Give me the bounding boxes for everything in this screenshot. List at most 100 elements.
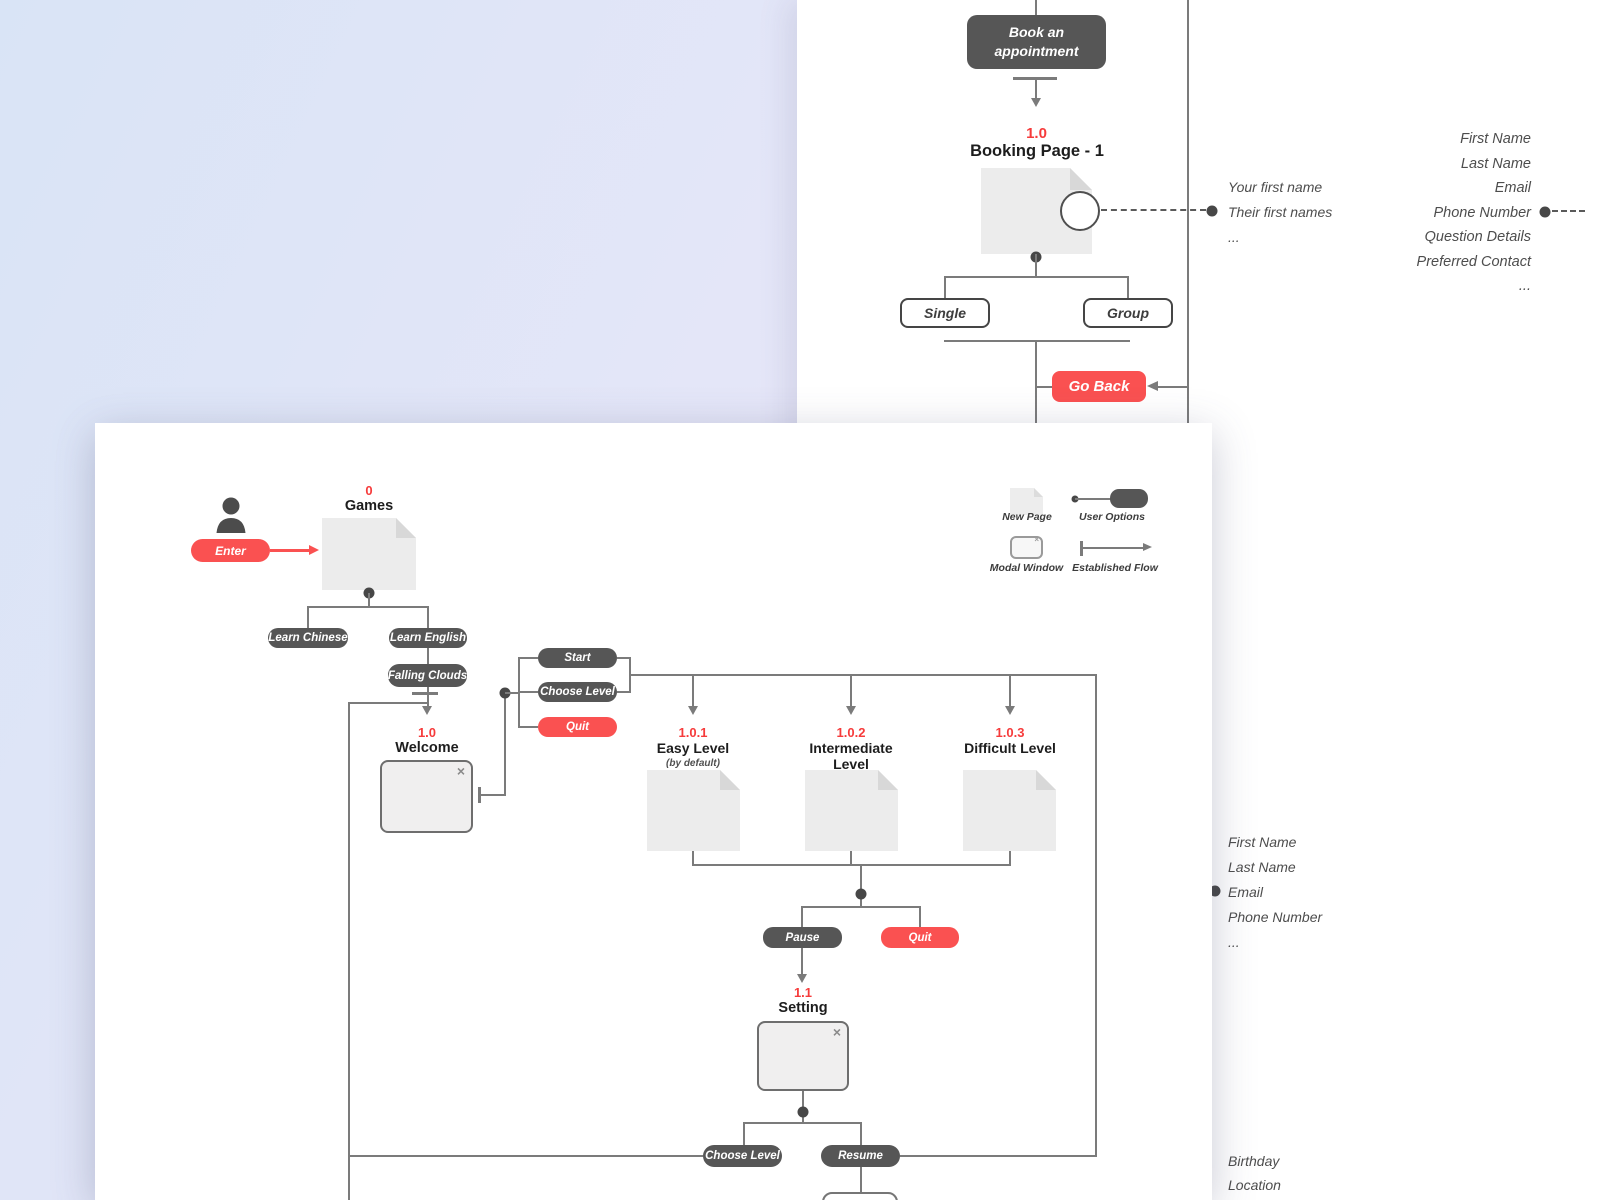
falling-clouds-button[interactable]: Falling Clouds: [388, 664, 467, 687]
close-icon[interactable]: ×: [456, 763, 465, 779]
learn-english-button[interactable]: Learn English: [389, 628, 467, 648]
book-appointment-node[interactable]: Book an appointment: [967, 15, 1106, 69]
flow-line: [519, 657, 538, 659]
node-number: 1.0: [417, 725, 437, 740]
flow-line: [860, 1122, 862, 1145]
flow-line: [860, 1167, 862, 1192]
single-option-button[interactable]: Single: [900, 298, 990, 328]
start-button[interactable]: Start: [538, 648, 617, 668]
flow-line: [1035, 0, 1037, 16]
quit-game-button[interactable]: Quit: [881, 927, 959, 948]
flow-arrow: [846, 706, 856, 715]
flow-line-red: [270, 549, 310, 552]
flow-line: [860, 865, 862, 907]
node-number: 0: [365, 483, 373, 498]
choose-level-button[interactable]: Choose Level: [538, 682, 617, 702]
close-icon[interactable]: ×: [832, 1024, 841, 1040]
flow-dot: [855, 888, 867, 900]
flow-line: [504, 693, 506, 796]
flow-line: [1158, 386, 1188, 388]
flow-line: [1187, 0, 1189, 423]
node-number: 1.0.3: [995, 725, 1025, 740]
node-number: 1.0.2: [836, 725, 866, 740]
flow-line: [900, 1155, 1097, 1157]
flow-line: [801, 906, 803, 927]
setting-modal[interactable]: ×: [757, 1021, 849, 1091]
field-notes-left: Your first name Their first names ...: [1228, 175, 1332, 250]
group-label: Group: [1107, 305, 1149, 321]
note-line: Last Name: [1460, 155, 1531, 172]
flow-line: [1035, 341, 1037, 423]
connector-handle-circle[interactable]: [1060, 191, 1100, 231]
quit-label: Quit: [566, 721, 589, 733]
node-number: 1.0.1: [678, 725, 708, 740]
node-subnote: (by default): [666, 758, 720, 769]
clipped-node[interactable]: [822, 1192, 898, 1200]
note-line: Email: [1494, 180, 1531, 196]
learn-chinese-button[interactable]: Learn Chinese: [268, 628, 348, 648]
node-number: 1.1: [793, 985, 813, 1000]
new-page-icon: [981, 168, 1092, 254]
legend-established-flow-label: Established Flow: [1072, 562, 1158, 574]
quit-button[interactable]: Quit: [538, 717, 617, 737]
go-back-button[interactable]: Go Back: [1052, 371, 1146, 402]
flow-line: [349, 1155, 703, 1157]
node-title: Welcome: [395, 740, 459, 756]
person-icon[interactable]: [215, 497, 247, 533]
flow-line: [1009, 851, 1011, 866]
flow-dot: [1539, 206, 1551, 218]
flow-line: [801, 906, 921, 908]
flow-line: [480, 794, 506, 796]
book-appointment-label: Book an appointment: [994, 24, 1079, 59]
group-option-button[interactable]: Group: [1083, 298, 1173, 328]
flow-line: [1127, 276, 1129, 298]
difficult-level-page-icon[interactable]: [963, 770, 1056, 851]
flow-dot: [1206, 205, 1218, 217]
single-label: Single: [923, 305, 966, 321]
flow-tbar: [478, 787, 481, 803]
flow-arrow: [1031, 98, 1041, 107]
enter-label: Enter: [215, 543, 246, 558]
note-line: Phone Number: [1433, 204, 1531, 221]
booking-page-icon[interactable]: [981, 168, 1092, 254]
intermediate-level-page-icon[interactable]: [805, 770, 898, 851]
flow-line: [743, 1122, 745, 1145]
note-line: Your first name: [1228, 179, 1323, 195]
flow-tbar: [412, 692, 438, 695]
flow-arrow: [1005, 706, 1015, 715]
legend-modal-window-icon: ×: [1010, 535, 1043, 559]
flow-line: [944, 276, 946, 298]
flow-line: [801, 948, 803, 975]
flow-line: [519, 691, 538, 693]
flow-line: [1009, 676, 1011, 707]
games-page-icon[interactable]: [322, 518, 416, 590]
node-title: Difficult Level: [964, 740, 1056, 756]
go-back-label: Go Back: [1068, 378, 1130, 395]
welcome-modal[interactable]: ×: [380, 760, 473, 833]
legend-new-page-label: New Page: [1002, 511, 1052, 523]
choose-level-back-label: Choose Level: [705, 1150, 780, 1162]
choose-level-label: Choose Level: [540, 686, 615, 698]
note-line: Preferred Contact: [1416, 253, 1531, 270]
flow-line: [307, 606, 429, 608]
pause-button[interactable]: Pause: [763, 927, 842, 948]
enter-button[interactable]: Enter: [191, 539, 270, 562]
choose-level-back-button[interactable]: Choose Level: [703, 1145, 782, 1167]
resume-button[interactable]: Resume: [821, 1145, 900, 1167]
flow-line: [427, 687, 429, 694]
easy-level-page-icon[interactable]: [647, 770, 740, 851]
flow-arrow: [1147, 381, 1158, 391]
flow-dot: [797, 1106, 809, 1118]
field-notes-bottom: Birthday Location: [1228, 1149, 1281, 1197]
note-line: Question Details: [1424, 229, 1531, 245]
node-title: Intermediate Level: [809, 740, 893, 772]
legend-user-options-label: User Options: [1079, 511, 1145, 523]
dashed-connector: [1101, 209, 1206, 211]
dashed-connector: [1552, 210, 1585, 212]
flow-line: [368, 593, 370, 607]
learn-chinese-label: Learn Chinese: [268, 632, 348, 644]
note-line: Birthday: [1228, 1153, 1280, 1169]
flow-line: [1035, 254, 1037, 278]
legend-flow-arrow: [1143, 543, 1152, 551]
note-line: ...: [1518, 278, 1531, 294]
